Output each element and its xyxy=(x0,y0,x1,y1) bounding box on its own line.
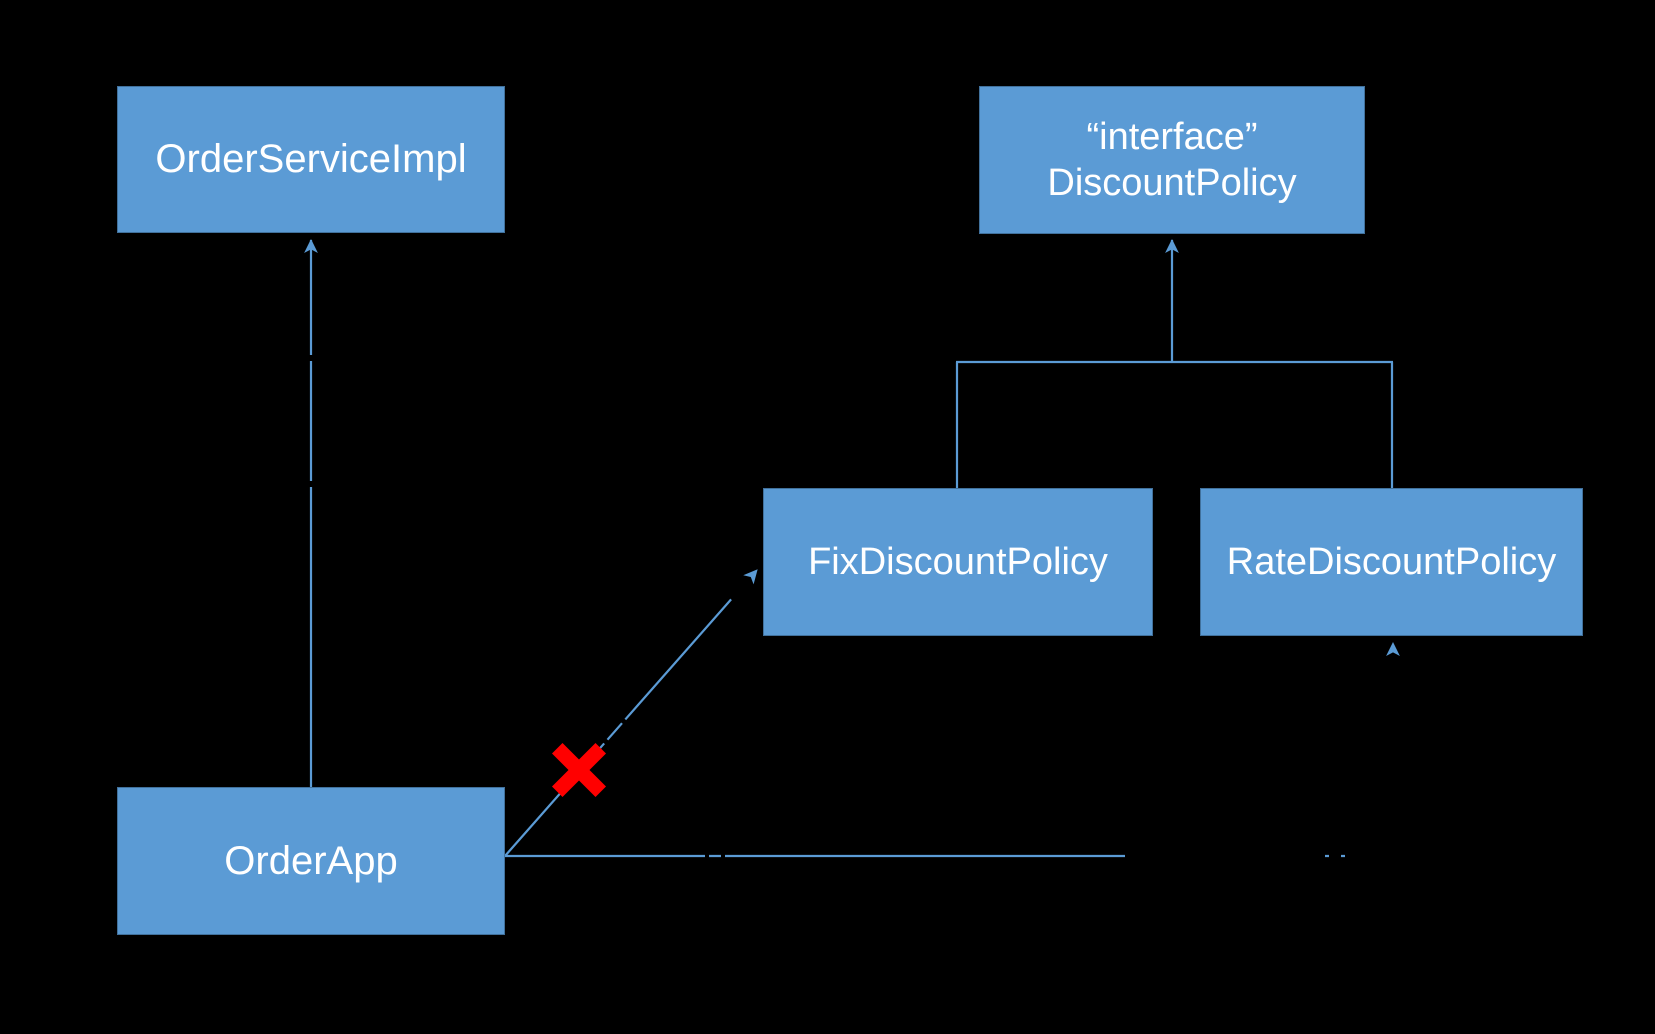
class-box-label: RateDiscountPolicy xyxy=(1226,540,1557,583)
class-box-order-service-impl[interactable]: OrderServiceImpl xyxy=(117,86,505,233)
class-box-label: FixDiscountPolicy xyxy=(808,540,1108,583)
class-box-order-app[interactable]: OrderApp xyxy=(117,787,505,935)
class-box-label: “interface” DiscountPolicy xyxy=(1047,115,1297,204)
edge-orderapp-to-ratediscountpolicy xyxy=(505,642,1400,858)
class-box-label: OrderServiceImpl xyxy=(155,137,467,182)
class-box-label: OrderApp xyxy=(224,838,398,883)
class-box-discount-policy[interactable]: “interface” DiscountPolicy xyxy=(979,86,1365,234)
edge-orderapp-to-fixdiscountpolicy xyxy=(504,569,758,857)
class-box-fix-discount-policy[interactable]: FixDiscountPolicy xyxy=(763,488,1153,636)
class-box-rate-discount-policy[interactable]: RateDiscountPolicy xyxy=(1200,488,1583,636)
